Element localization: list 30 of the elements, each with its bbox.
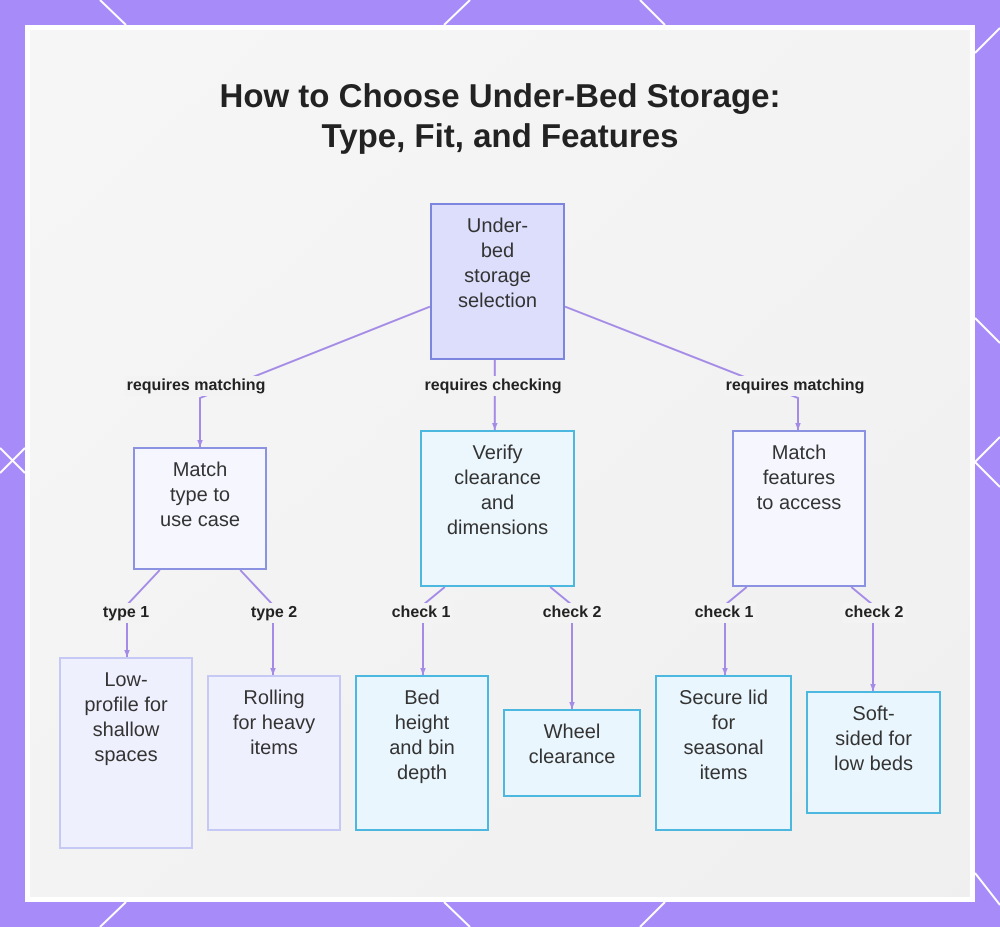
node-text: Low-profile for shallow spaces [84, 669, 168, 766]
process-box [732, 430, 866, 587]
node-text: Rolling for heavy items [232, 687, 316, 759]
edge-label: requires matching [724, 376, 866, 396]
process-box [207, 675, 341, 831]
edge-label: requires checking [422, 376, 564, 396]
edge-label: check 1 [390, 603, 452, 623]
node-text: Wheel clearance [528, 721, 616, 768]
process-box [430, 203, 565, 360]
edge-label: type 2 [248, 603, 300, 623]
node-text: Under-bed storage selection [458, 215, 537, 312]
node-text: Soft-sided for low beds [834, 703, 913, 775]
process-box [503, 709, 641, 797]
edge-label: check 1 [692, 603, 756, 623]
edge-label: type 1 [100, 603, 152, 623]
process-box [133, 447, 267, 570]
process-box [59, 657, 193, 849]
process-box [655, 675, 792, 831]
edge-label: requires matching [124, 376, 268, 396]
edge-label: check 2 [842, 603, 906, 623]
node-text: Match features to access [756, 442, 842, 514]
diagram-title: How to Choose Under-Bed Storage: Type, Fit, and Features [219, 77, 781, 154]
process-box [355, 675, 489, 831]
node-text: Bed height and bin depth [389, 687, 455, 784]
node-text: Match type to use case [160, 459, 240, 531]
process-box [420, 430, 575, 587]
edge-label: check 2 [540, 603, 604, 623]
process-box [806, 691, 941, 814]
node-text: Verify clearance and dimensions [446, 442, 548, 539]
node-text: Secure lid for seasonal items [679, 687, 768, 784]
